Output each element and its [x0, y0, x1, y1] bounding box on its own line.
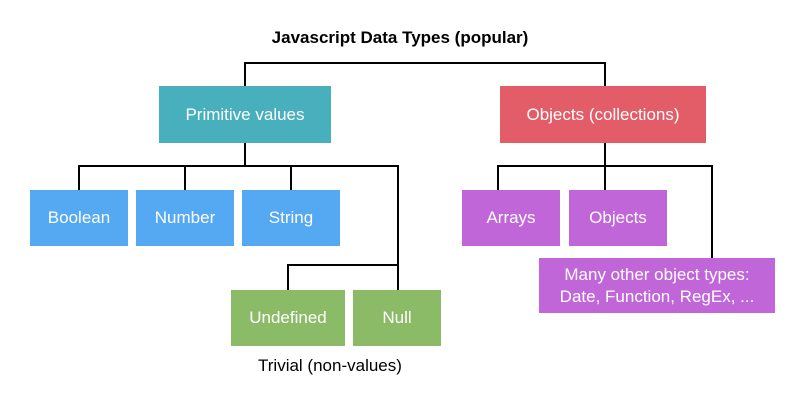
- boolean-node: Boolean: [30, 190, 128, 246]
- arrays-node: Arrays: [462, 190, 560, 246]
- null-node: Null: [353, 290, 441, 346]
- objects-collections-node: Objects (collections): [500, 86, 706, 143]
- objects-node: Objects: [569, 190, 667, 246]
- number-node: Number: [136, 190, 234, 246]
- undefined-node: Undefined: [231, 290, 345, 346]
- trivial-caption: Trivial (non-values): [258, 356, 402, 375]
- string-node: String: [242, 190, 340, 246]
- other-object-types-line1: Many other object types:: [564, 264, 750, 284]
- primitive-values-node: Primitive values: [159, 86, 331, 143]
- diagram-title: Javascript Data Types (popular): [271, 28, 529, 47]
- other-object-types-node: Many other object types: Date, Function,…: [539, 258, 775, 313]
- other-object-types-line2: Date, Function, RegEx, ...: [559, 286, 755, 306]
